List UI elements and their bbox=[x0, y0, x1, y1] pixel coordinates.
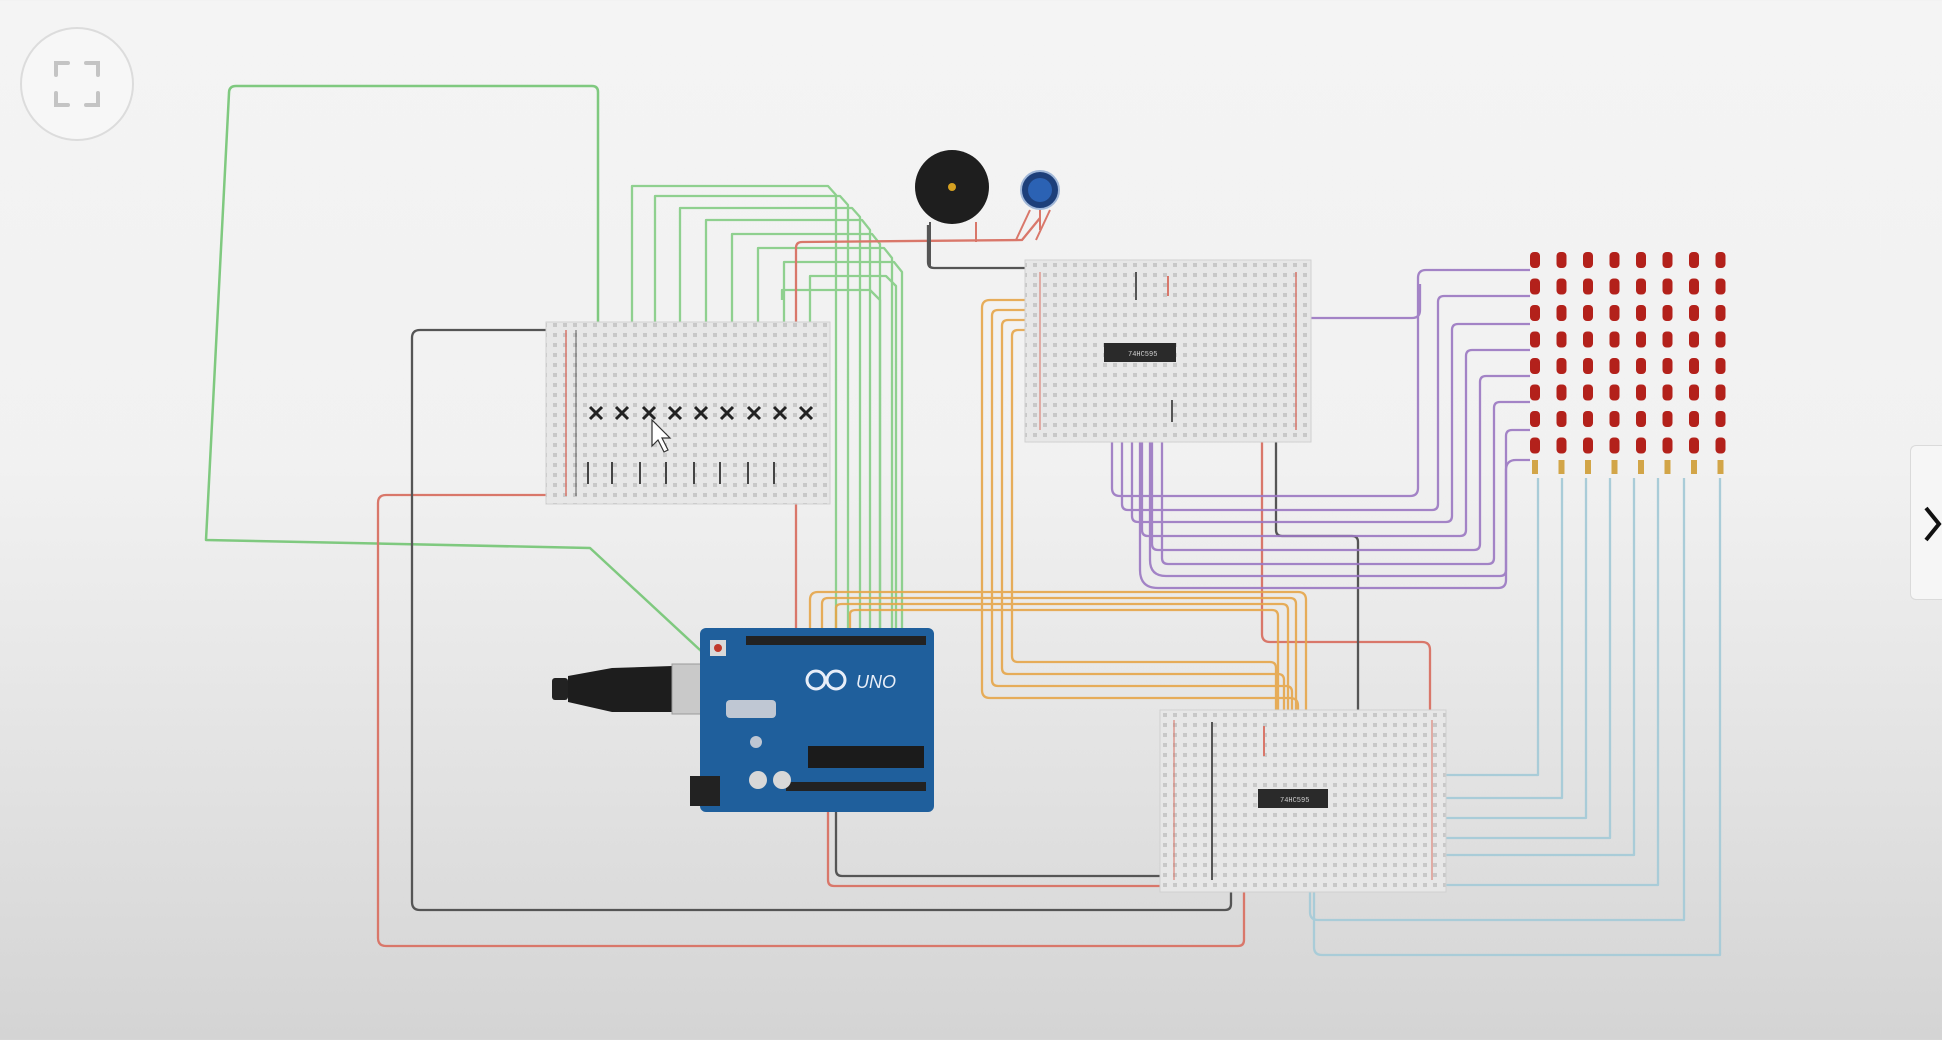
led-matrix[interactable] bbox=[1530, 252, 1726, 474]
led[interactable] bbox=[1530, 252, 1540, 268]
led[interactable] bbox=[1530, 437, 1540, 454]
led[interactable] bbox=[1662, 437, 1673, 454]
led[interactable] bbox=[1556, 252, 1567, 268]
led[interactable] bbox=[1636, 331, 1646, 348]
led[interactable] bbox=[1556, 278, 1567, 295]
led[interactable] bbox=[1609, 331, 1620, 348]
led[interactable] bbox=[1636, 384, 1646, 401]
chip-label: 74HC595 bbox=[1280, 797, 1309, 805]
led[interactable] bbox=[1662, 331, 1673, 348]
led[interactable] bbox=[1715, 384, 1726, 401]
led[interactable] bbox=[1715, 278, 1726, 295]
led[interactable] bbox=[1556, 305, 1567, 321]
led[interactable] bbox=[1556, 358, 1567, 374]
led[interactable] bbox=[1689, 384, 1699, 401]
led-lead bbox=[1664, 460, 1671, 474]
led[interactable] bbox=[1583, 411, 1593, 427]
arduino-board-label: UNO bbox=[856, 672, 896, 692]
led-lead bbox=[1611, 460, 1618, 474]
led[interactable] bbox=[1609, 411, 1620, 427]
arduino-logo-icon bbox=[805, 669, 847, 691]
potentiometer[interactable] bbox=[1015, 170, 1060, 241]
led[interactable] bbox=[1530, 305, 1540, 321]
wires bbox=[204, 84, 1722, 957]
shift-register-bottom[interactable]: 74HC595 bbox=[1258, 789, 1328, 808]
led[interactable] bbox=[1530, 358, 1540, 374]
led-lead bbox=[1638, 460, 1644, 474]
led[interactable] bbox=[1689, 305, 1699, 321]
usb-cable[interactable] bbox=[552, 663, 713, 715]
led[interactable] bbox=[1636, 278, 1646, 295]
led[interactable] bbox=[1662, 278, 1673, 295]
led[interactable] bbox=[1636, 437, 1646, 454]
led[interactable] bbox=[1609, 278, 1620, 295]
led[interactable] bbox=[1583, 252, 1593, 268]
led[interactable] bbox=[1609, 384, 1620, 401]
led[interactable] bbox=[1583, 305, 1593, 321]
led[interactable] bbox=[1556, 331, 1567, 348]
mouse-cursor bbox=[651, 418, 672, 453]
led-lead bbox=[1585, 460, 1591, 474]
led[interactable] bbox=[1689, 411, 1699, 427]
wire-orange[interactable] bbox=[808, 298, 1308, 760]
chip-label: 74HC595 bbox=[1128, 351, 1157, 359]
breadboard-buttons[interactable] bbox=[545, 321, 831, 505]
led[interactable] bbox=[1715, 331, 1726, 348]
led-lead bbox=[1532, 460, 1538, 474]
led[interactable] bbox=[1662, 305, 1673, 321]
pushbutton-row[interactable] bbox=[588, 405, 814, 421]
wire-green-buttons[interactable] bbox=[630, 184, 904, 630]
shift-register-top[interactable]: 74HC595 bbox=[1104, 343, 1176, 362]
led[interactable] bbox=[1609, 358, 1620, 374]
led[interactable] bbox=[1530, 278, 1540, 295]
led[interactable] bbox=[1609, 252, 1620, 268]
led[interactable] bbox=[1636, 411, 1646, 427]
led[interactable] bbox=[1583, 437, 1593, 454]
led[interactable] bbox=[1583, 331, 1593, 348]
led[interactable] bbox=[1583, 358, 1593, 374]
led[interactable] bbox=[1715, 252, 1726, 268]
led[interactable] bbox=[1662, 358, 1673, 374]
led[interactable] bbox=[1715, 305, 1726, 321]
led[interactable] bbox=[1662, 411, 1673, 427]
led[interactable] bbox=[1530, 331, 1540, 348]
led[interactable] bbox=[1689, 358, 1699, 374]
led[interactable] bbox=[1689, 252, 1699, 268]
led[interactable] bbox=[1689, 331, 1699, 348]
led[interactable] bbox=[1609, 437, 1620, 454]
breadboard-bottom[interactable]: 74HC595 bbox=[1159, 709, 1447, 893]
led[interactable] bbox=[1715, 437, 1726, 454]
led-lead bbox=[1558, 460, 1565, 474]
piezo-buzzer[interactable] bbox=[915, 150, 989, 268]
led[interactable] bbox=[1636, 252, 1646, 268]
led[interactable] bbox=[1556, 437, 1567, 454]
led-lead bbox=[1717, 460, 1724, 474]
wire-purple[interactable] bbox=[1110, 268, 1530, 590]
led[interactable] bbox=[1636, 305, 1646, 321]
led[interactable] bbox=[1715, 411, 1726, 427]
side-panel-toggle[interactable] bbox=[1910, 445, 1942, 600]
led[interactable] bbox=[1715, 358, 1726, 374]
led[interactable] bbox=[1609, 305, 1620, 321]
led[interactable] bbox=[1636, 358, 1646, 374]
chevron-right-icon bbox=[1924, 506, 1942, 542]
arduino-uno[interactable]: UNO bbox=[552, 628, 934, 812]
fullscreen-button[interactable] bbox=[20, 27, 134, 141]
led[interactable] bbox=[1662, 252, 1673, 268]
led[interactable] bbox=[1689, 278, 1699, 295]
led[interactable] bbox=[1530, 411, 1540, 427]
fullscreen-icon bbox=[54, 61, 100, 107]
led[interactable] bbox=[1530, 384, 1540, 401]
led[interactable] bbox=[1689, 437, 1699, 454]
led[interactable] bbox=[1556, 384, 1567, 401]
breadboard-top[interactable]: 74HC595 bbox=[1024, 259, 1312, 443]
led[interactable] bbox=[1583, 384, 1593, 401]
led[interactable] bbox=[1556, 411, 1567, 427]
wire-red[interactable] bbox=[376, 217, 1432, 948]
led-lead bbox=[1691, 460, 1697, 474]
led[interactable] bbox=[1583, 278, 1593, 295]
led[interactable] bbox=[1662, 384, 1673, 401]
